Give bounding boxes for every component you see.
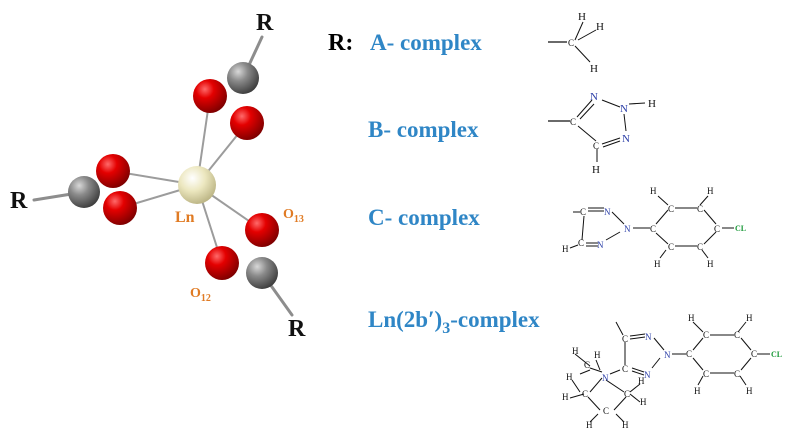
atom-n: N xyxy=(622,133,630,145)
atom-n: N xyxy=(620,103,628,115)
atom-h: H xyxy=(688,313,695,323)
oxygen-atom-top2 xyxy=(230,106,264,140)
atom-h: H xyxy=(650,186,657,196)
structure-a-methyl: C H H H xyxy=(548,11,604,75)
r-label-left: R xyxy=(10,188,28,214)
oxygen-atom-left2 xyxy=(103,191,137,225)
atom-c: C xyxy=(734,369,740,379)
ln-label: Ln xyxy=(175,209,195,226)
b-complex-label: B- complex xyxy=(368,117,479,142)
atom-h: H xyxy=(566,372,573,382)
atom-c: C xyxy=(751,349,757,359)
metal-atom-ln xyxy=(178,166,216,204)
atom-n: N xyxy=(664,350,671,360)
atom-c: C xyxy=(668,242,674,252)
oxygen-atom-o13 xyxy=(245,213,279,247)
ln-2b-complex-label: Ln(2b′)3-complex xyxy=(368,307,540,337)
atom-c: C xyxy=(582,389,588,399)
oxygen-atom-left1 xyxy=(96,154,130,188)
atom-c: C xyxy=(703,330,709,340)
atom-c: C xyxy=(734,330,740,340)
atom-n: N xyxy=(644,370,651,380)
carbon-atom-left xyxy=(68,176,100,208)
structure-2b-ligand: C N N N C C C C C C C CL H H H H N C C C… xyxy=(562,313,782,430)
atom-h: H xyxy=(572,346,579,356)
atom-cl: CL xyxy=(771,350,782,359)
atom-c: C xyxy=(593,141,599,151)
o12-label: O12 xyxy=(190,286,211,304)
atom-c: C xyxy=(668,204,674,214)
atom-h: H xyxy=(622,420,629,430)
atom-h: H xyxy=(562,392,569,402)
atom-h: H xyxy=(596,21,604,33)
atom-c: C xyxy=(697,242,703,252)
atom-c: C xyxy=(686,349,692,359)
atom-h: H xyxy=(586,420,593,430)
carbon-atom-bottom xyxy=(246,257,278,289)
atom-h: H xyxy=(654,259,661,269)
atom-n: N xyxy=(624,224,631,234)
atom-h: H xyxy=(562,244,569,254)
atom-n: N xyxy=(645,332,652,342)
atom-c: C xyxy=(580,207,586,217)
c-complex-label: C- complex xyxy=(368,205,480,230)
carbon-atom-top xyxy=(227,62,259,94)
oxygen-atom-o12 xyxy=(205,246,239,280)
atom-c: C xyxy=(714,224,720,234)
atom-h: H xyxy=(640,397,647,407)
atom-h: H xyxy=(746,313,753,323)
atom-c: C xyxy=(568,38,574,48)
atom-h: H xyxy=(707,186,714,196)
atom-n: N xyxy=(604,207,611,217)
structure-c-chlorophenyl-triazole: C N N N C H C C C C C C CL H H H H xyxy=(562,186,746,269)
oxygen-atom-top1 xyxy=(193,79,227,113)
molecule-model: R R R Ln O13 O12 xyxy=(10,10,306,342)
atom-h: H xyxy=(638,376,645,386)
atom-n: N xyxy=(590,91,598,103)
o13-label: O13 xyxy=(283,207,304,225)
atom-h: H xyxy=(592,164,600,176)
atom-c: C xyxy=(570,117,576,127)
atom-c: C xyxy=(578,238,584,248)
atom-c: C xyxy=(650,224,656,234)
atom-h: H xyxy=(594,350,601,360)
atom-h: H xyxy=(590,63,598,75)
atom-h: H xyxy=(707,259,714,269)
atom-c: C xyxy=(622,334,628,344)
atom-n: N xyxy=(602,373,609,383)
r-header: R: xyxy=(328,30,353,56)
r-label-top: R xyxy=(256,10,274,36)
atom-c: C xyxy=(603,406,609,416)
atom-h: H xyxy=(694,386,701,396)
atom-c: C xyxy=(624,389,630,399)
atom-n: N xyxy=(597,240,604,250)
atom-c: C xyxy=(622,364,628,374)
atom-h: H xyxy=(648,98,656,110)
atom-c: C xyxy=(584,360,590,370)
r-label-bottom: R xyxy=(288,316,306,342)
atom-h: H xyxy=(578,11,586,23)
a-complex-label: A- complex xyxy=(370,30,482,55)
atom-cl: CL xyxy=(735,224,746,233)
atom-h: H xyxy=(746,386,753,396)
atom-c: C xyxy=(697,204,703,214)
atom-c: C xyxy=(703,369,709,379)
structure-b-triazole: N N H N C C H xyxy=(548,91,656,176)
